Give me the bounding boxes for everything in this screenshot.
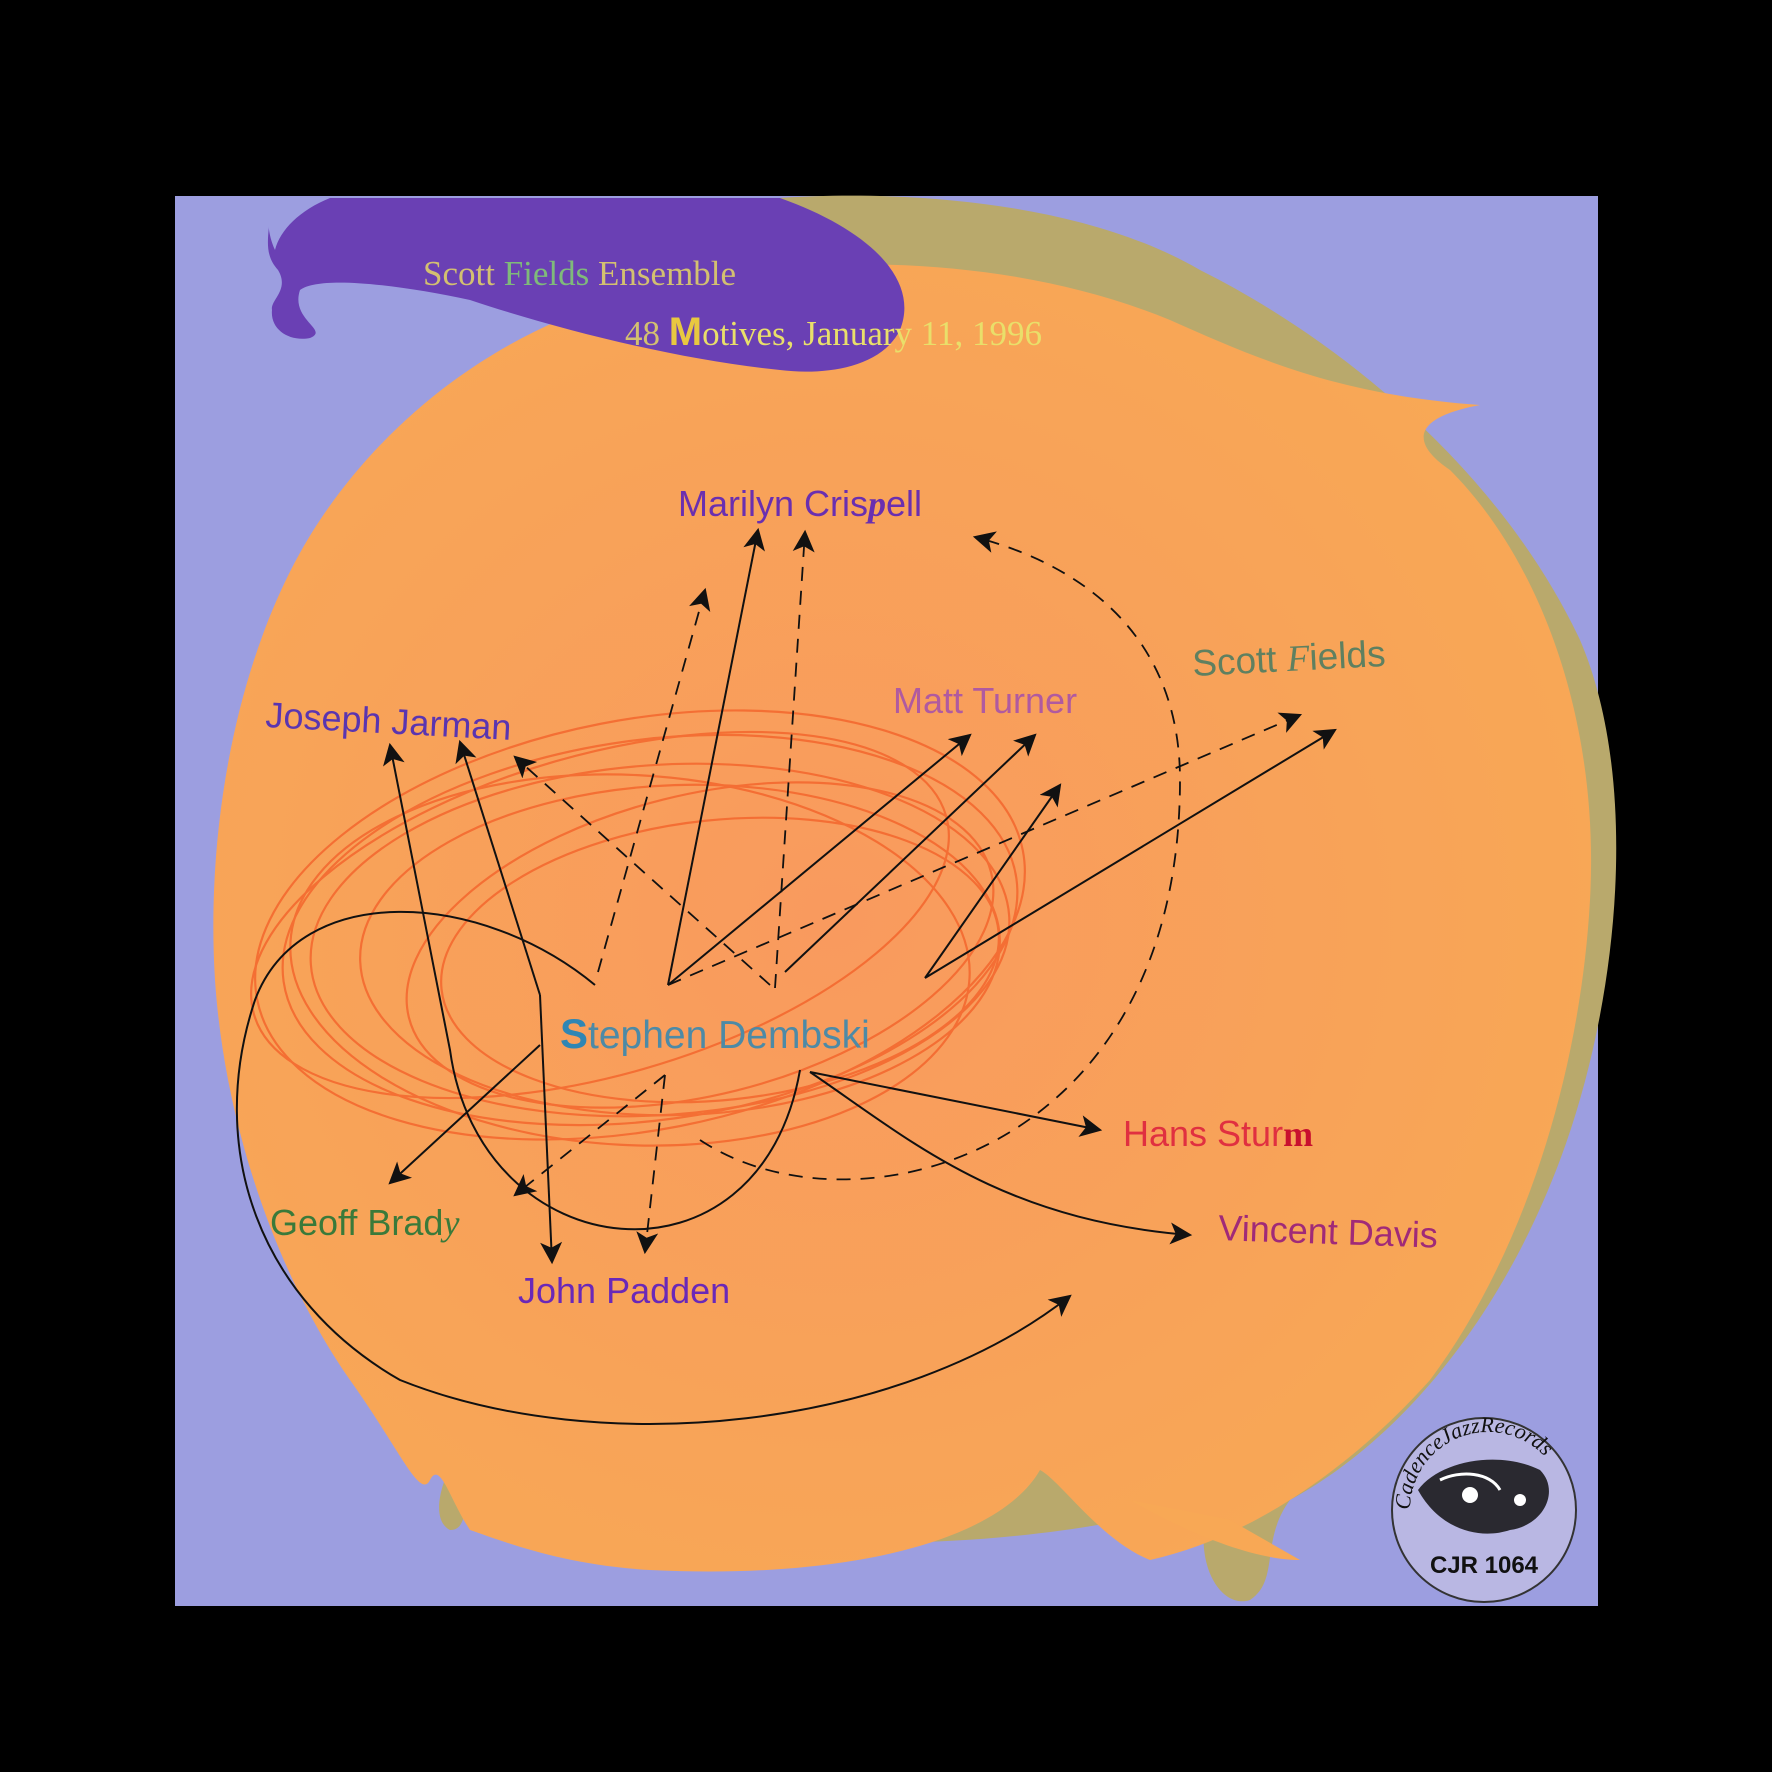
catalog-number: CJR 1064: [1430, 1552, 1539, 1579]
name-marilyn-crispell: Marilyn Crispell: [678, 483, 922, 524]
ensemble-title: Scott Fields Ensemble: [423, 254, 736, 293]
solid-arrows: [235, 527, 1337, 1425]
blob-notch: [267, 198, 330, 250]
name-stephen-dembski: Stephen Dembski: [560, 1010, 870, 1057]
name-john-padden: John Padden: [518, 1270, 730, 1311]
album-subtitle: 48 Motives, January 11, 1996: [625, 310, 1042, 354]
name-hans-sturm: Hans Sturm: [1123, 1113, 1313, 1154]
name-geoff-brady: Geoff Brady: [270, 1202, 459, 1243]
orange-tail: [1130, 1500, 1300, 1560]
title-blob: [267, 198, 905, 372]
name-vincent-davis: Vincent Davis: [1218, 1207, 1439, 1256]
scribble-loops: [250, 709, 1026, 1147]
dashed-arrows: [513, 529, 1303, 1255]
name-matt-turner: Matt Turner: [893, 680, 1077, 721]
name-scott-fields: Scott Fields: [1191, 633, 1386, 685]
orange-shape: [213, 264, 1592, 1572]
cadence-jazz-records-logo: CadenceJazzRecords CJR 1064: [1390, 1412, 1577, 1603]
